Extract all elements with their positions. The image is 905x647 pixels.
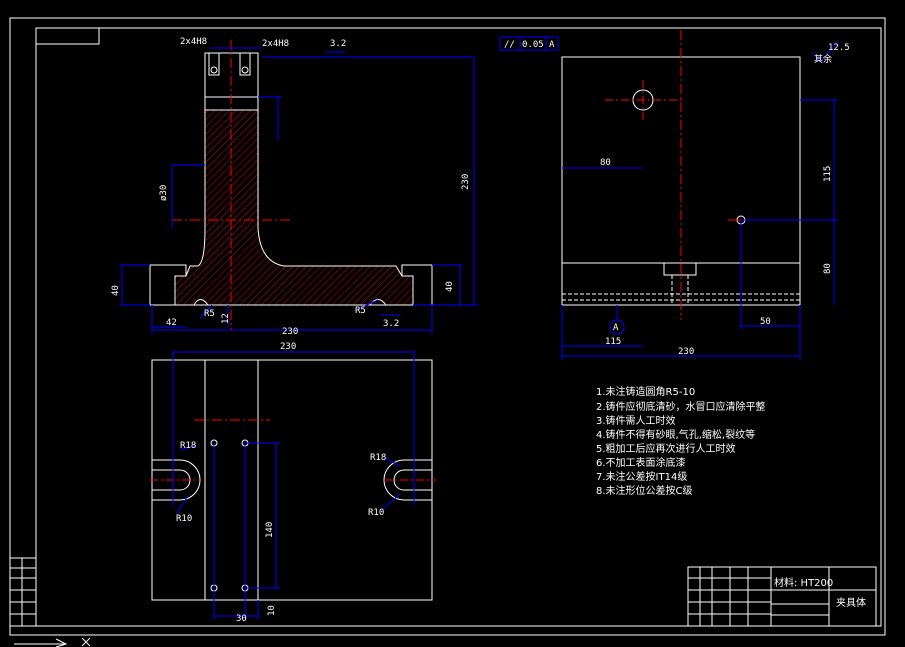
dim-r-left: R5 — [204, 309, 215, 319]
dim-width-230: 230 — [282, 327, 298, 337]
roughness-value: 12.5 — [828, 43, 850, 53]
dim-plan-r10-left: R10 — [176, 514, 192, 524]
note-8: 8.未注形位公差按C级 — [596, 484, 693, 497]
note-2: 2.铸件应彻底清砂，水冒口应清除平整 — [596, 400, 766, 413]
inner-frame — [35, 27, 882, 627]
dim-side-230: 230 — [678, 347, 694, 357]
dim-offset-42: 42 — [166, 318, 177, 328]
dim-height-230: 230 — [461, 174, 471, 190]
dim-rough: 3.2 — [383, 319, 399, 329]
note-3: 3.铸件需人工时效 — [596, 414, 676, 427]
datum-circle — [609, 319, 625, 335]
dim-h-right: 40 — [445, 281, 455, 292]
side-view: // 0.05 A 12.5 其余 80 115 80 50 115 230 A — [499, 30, 850, 360]
note-1: 1.未注铸造圆角R5-10 — [596, 385, 695, 398]
technical-notes: 1.未注铸造圆角R5-10 2.铸件应彻底清砂，水冒口应清除平整 3.铸件需人工… — [596, 385, 766, 497]
outer-frame — [9, 17, 886, 636]
dim-r-right: R5 — [355, 306, 366, 316]
dim-plan-10: 10 — [267, 605, 277, 616]
dim-plan-230: 230 — [280, 342, 296, 352]
u-slot-right-inner — [393, 469, 432, 491]
dim-small-12: 12 — [221, 313, 231, 324]
dim-plan-r10-right: R10 — [368, 508, 384, 518]
note-4: 4.铸件不得有砂眼,气孔,缩松,裂纹等 — [596, 428, 755, 441]
part-name: 夹具体 — [836, 596, 866, 609]
corner-tag-box — [35, 27, 100, 45]
note-5: 5.粗加工后应再次进行人工时效 — [596, 442, 736, 455]
note-6: 6.不加工表面涂底漆 — [596, 456, 686, 469]
title-block: 材料: HT200 夹具体 — [687, 566, 877, 627]
dim-plan-r18-left: R18 — [180, 441, 196, 451]
slot-left — [208, 52, 220, 76]
dim-h-left: 40 — [111, 285, 121, 296]
ucs-icon — [14, 637, 91, 647]
dim-side-80: 80 — [600, 158, 611, 168]
material-label: 材料: HT200 — [774, 576, 833, 589]
u-slot-left-outer — [152, 459, 201, 501]
dim-slot-w1: 2x4H8 — [180, 37, 207, 47]
margin-table — [9, 557, 37, 627]
slot-right — [239, 52, 251, 76]
dim-plan-30: 30 — [236, 614, 247, 624]
dim-plan-r18-right: R18 — [370, 453, 386, 463]
note-7: 7.未注公差按IT14级 — [596, 470, 687, 483]
dim-side-50: 50 — [760, 317, 771, 327]
dim-pitch: 3.2 — [330, 39, 346, 49]
dim-bore: ø30 — [159, 185, 169, 201]
dim-side-80b: 80 — [823, 263, 833, 274]
tol-value: 0.05 — [522, 40, 544, 50]
dim-side-115b: 115 — [605, 337, 621, 347]
dim-slot-w2: 2x4H8 — [262, 39, 289, 49]
dim-plan-140: 140 — [265, 522, 275, 538]
datum-label: A — [613, 323, 619, 333]
hatched-section — [174, 109, 414, 306]
tol-datum: A — [549, 40, 555, 50]
tol-symbol: // — [504, 40, 515, 50]
roughness-note: 其余 — [814, 53, 832, 65]
dim-side-115: 115 — [823, 166, 833, 182]
plan-view: 230 R18 R10 R18 R10 140 30 10 — [150, 342, 436, 624]
section-view: 2x4H8 2x4H8 3.2 230 ø30 40 40 42 R5 R5 3… — [111, 37, 478, 337]
